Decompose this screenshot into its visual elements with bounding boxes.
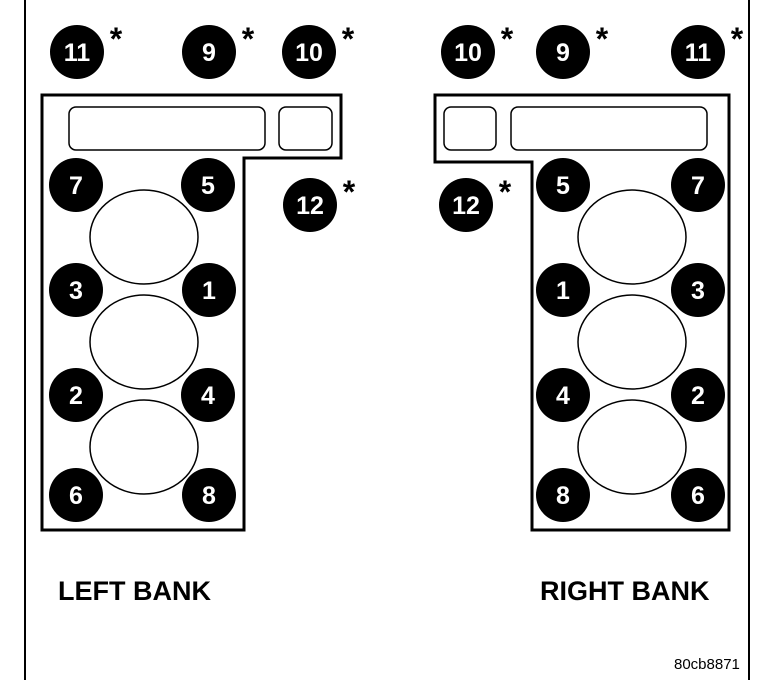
right-bank-bolt-11-label: 11 [685, 39, 712, 67]
right-bank-bolt-8 [536, 468, 590, 522]
right-border-line [748, 0, 750, 680]
right-bank-bolt-5 [536, 158, 590, 212]
right-bank-bolt-6 [671, 468, 725, 522]
left-bank-bolt-6-label: 6 [69, 482, 83, 510]
left-bank-bolt-9-label: 9 [202, 39, 216, 67]
right-bank-bolt-3-label: 3 [691, 277, 705, 305]
right-cylinder-bore-1 [577, 189, 687, 285]
left-bank-bolt-7 [49, 158, 103, 212]
left-bank-bolt-11-asterisk: * [110, 21, 123, 57]
right-bank-bolt-9-asterisk: * [596, 21, 609, 57]
right-bank-bolt-7 [671, 158, 725, 212]
right-cylinder-bore-2 [577, 294, 687, 390]
right-bank-bolt-11-asterisk: * [731, 21, 744, 57]
left-bank-bolt-10 [282, 25, 336, 79]
left-cylinder-bore-3 [89, 399, 199, 495]
left-bank-bolt-9 [182, 25, 236, 79]
left-bank-bolt-5 [181, 158, 235, 212]
right-bank-bolt-2 [671, 368, 725, 422]
right-bank-bolt-1 [536, 263, 590, 317]
left-slot-long [68, 106, 266, 151]
left-border-line [24, 0, 26, 680]
left-bank-bolt-8 [182, 468, 236, 522]
left-bank-bolt-1 [182, 263, 236, 317]
right-bank-bolt-10-label: 10 [454, 39, 482, 67]
right-bank-bolt-6-label: 6 [691, 482, 705, 510]
left-bank-bolt-3-label: 3 [69, 277, 83, 305]
right-slot-long [510, 106, 708, 151]
right-bank-bolt-10-asterisk: * [501, 21, 514, 57]
left-bank-bolt-11-label: 11 [64, 39, 91, 67]
right-cylinder-bore-3 [577, 399, 687, 495]
right-bank-label: RIGHT BANK [540, 576, 710, 606]
left-bank-bolt-2-label: 2 [69, 382, 83, 410]
left-bank-bolt-12-asterisk: * [343, 174, 356, 210]
right-head-outline [433, 93, 731, 532]
right-bank-bolt-12-asterisk: * [499, 174, 512, 210]
right-bank-bolt-4-label: 4 [556, 382, 570, 410]
left-cylinder-bore-1 [89, 189, 199, 285]
left-bank-bolt-12-label: 12 [296, 192, 324, 220]
left-head-outline [40, 93, 343, 532]
right-bank-bolt-7-label: 7 [691, 172, 705, 200]
left-bank-bolt-3 [49, 263, 103, 317]
right-bank-bolt-10 [441, 25, 495, 79]
right-bank-bolt-5-label: 5 [556, 172, 570, 200]
left-bank-bolt-8-label: 8 [202, 482, 216, 510]
right-bank-bolt-12-label: 12 [452, 192, 480, 220]
right-bank-bolt-3 [671, 263, 725, 317]
left-bank-bolt-10-asterisk: * [342, 21, 355, 57]
right-bank-bolt-9-label: 9 [556, 39, 570, 67]
right-bank-bolt-4 [536, 368, 590, 422]
left-bank-bolt-11 [50, 25, 104, 79]
right-bank-bolt-12 [439, 178, 493, 232]
right-bank-bolt-8-label: 8 [556, 482, 570, 510]
left-slot-short [278, 106, 333, 151]
left-bank-bolt-4 [181, 368, 235, 422]
left-bank-bolt-7-label: 7 [69, 172, 83, 200]
left-cylinder-bore-2 [89, 294, 199, 390]
right-bank-bolt-11 [671, 25, 725, 79]
right-bank-bolt-2-label: 2 [691, 382, 705, 410]
left-bank-bolt-1-label: 1 [202, 277, 216, 305]
left-bank-bolt-4-label: 4 [201, 382, 215, 410]
left-bank-bolt-5-label: 5 [201, 172, 215, 200]
left-bank-bolt-12 [283, 178, 337, 232]
left-bank-label: LEFT BANK [58, 576, 211, 606]
left-bank-bolt-6 [49, 468, 103, 522]
right-bank-bolt-1-label: 1 [556, 277, 570, 305]
left-bank-bolt-9-asterisk: * [242, 21, 255, 57]
right-slot-short [443, 106, 497, 151]
figure-id: 80cb8871 [674, 656, 740, 673]
left-bank-bolt-10-label: 10 [295, 39, 323, 67]
left-bank-bolt-2 [49, 368, 103, 422]
right-bank-bolt-9 [536, 25, 590, 79]
